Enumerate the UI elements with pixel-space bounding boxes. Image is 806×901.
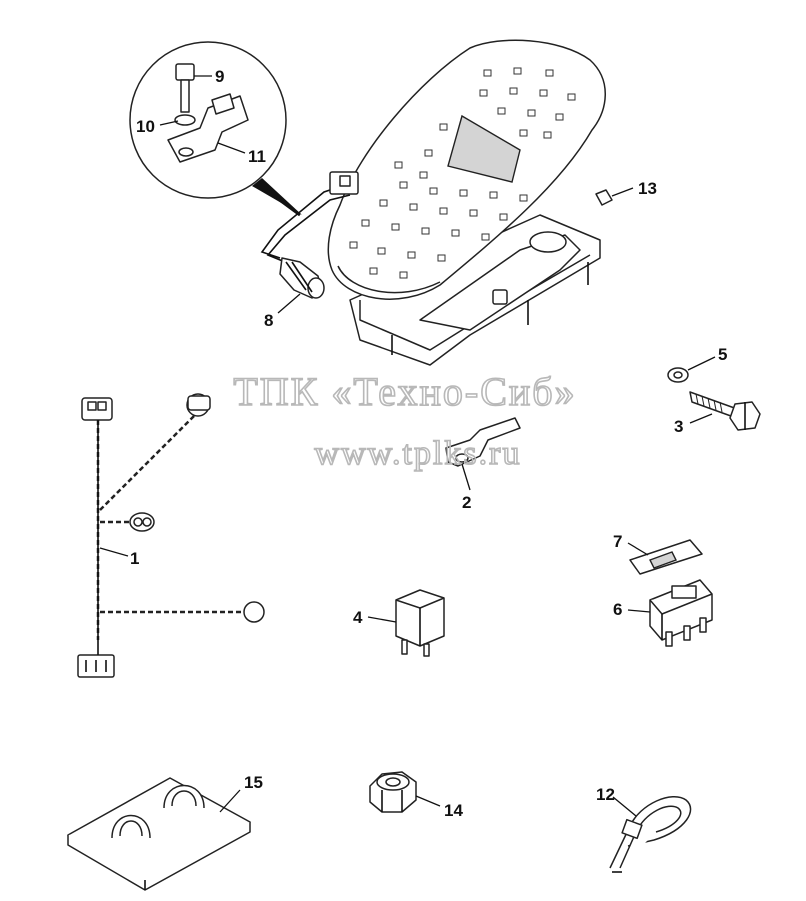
- watermark: ТПК «Техно-Сиб» www.tplks.ru: [233, 368, 576, 473]
- callout-10: 10: [136, 117, 155, 136]
- callout-14: 14: [444, 801, 463, 820]
- callout-15: 15: [244, 773, 263, 792]
- callout-numbers: 9 10 11 8 13 5 3 2 1 4 7 6 15 14 12: [130, 67, 727, 820]
- accelerator-pedal-assembly: [260, 39, 606, 366]
- callout-6: 6: [613, 600, 622, 619]
- switch-assembly: [629, 539, 713, 647]
- leader-lines: [99, 75, 716, 817]
- callout-11: 11: [248, 147, 266, 166]
- callout-9: 9: [215, 67, 224, 86]
- callout-4: 4: [353, 608, 363, 627]
- pin-part-13: [595, 189, 613, 206]
- bolt-and-washer: [667, 367, 761, 431]
- callout-8: 8: [264, 311, 273, 330]
- callout-12: 12: [596, 785, 615, 804]
- callout-3: 3: [674, 417, 683, 436]
- nut-part-14: [369, 771, 417, 813]
- wiring-harness: [77, 393, 265, 678]
- detail-inset: [129, 41, 302, 217]
- pad-part-15: [67, 777, 251, 891]
- watermark-line-2: www.tplks.ru: [315, 435, 522, 472]
- callout-7: 7: [613, 532, 622, 551]
- relay-part-4: [395, 589, 445, 657]
- callout-5: 5: [718, 345, 727, 364]
- bracket-part-2: [445, 417, 521, 467]
- cable-tie-part-12: [609, 795, 692, 873]
- callout-13: 13: [638, 179, 657, 198]
- callout-2: 2: [462, 493, 471, 512]
- watermark-line-1: ТПК «Техно-Сиб»: [233, 369, 576, 414]
- callout-1: 1: [130, 549, 139, 568]
